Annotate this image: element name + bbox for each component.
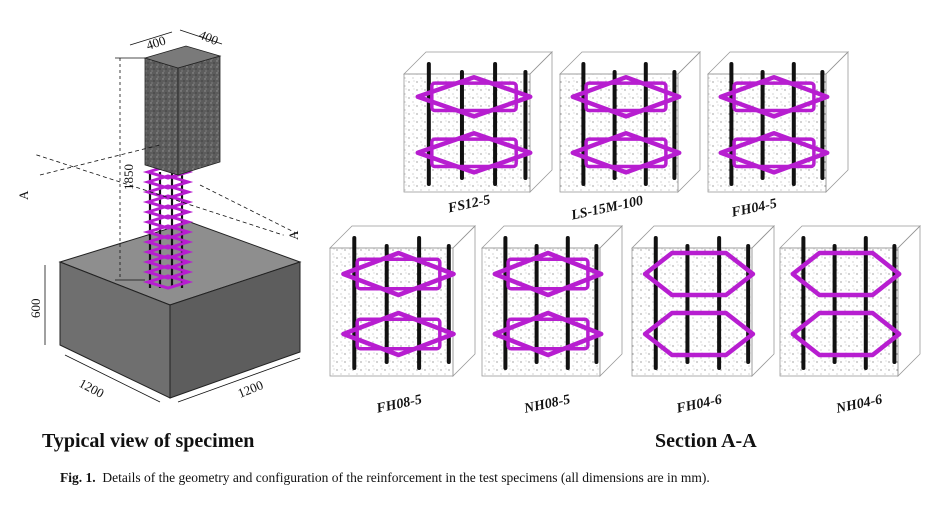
column-tie bbox=[142, 234, 194, 250]
dim-base-height: 600 bbox=[28, 299, 43, 319]
specimen-label: LS-15M-100 bbox=[569, 194, 645, 224]
tie-hoop bbox=[642, 250, 756, 298]
specimen-isometric: 400 400 1850 600 1200 1200 A A bbox=[16, 27, 302, 403]
section-view: NH04-6 bbox=[779, 225, 921, 417]
dimension-lines bbox=[36, 29, 301, 403]
section-box-side bbox=[529, 51, 553, 193]
column-tie bbox=[142, 214, 194, 230]
tie-hoop-inner bbox=[355, 317, 442, 351]
tie-hoop bbox=[790, 250, 902, 298]
footing-side-face bbox=[169, 261, 301, 399]
tie-hoop-inner bbox=[355, 257, 442, 291]
dim-base-right: 1200 bbox=[236, 377, 266, 401]
dim-base-left: 1200 bbox=[77, 375, 107, 400]
column-tie bbox=[142, 274, 194, 290]
right-heading: Section A-A bbox=[655, 430, 757, 452]
column-tie bbox=[142, 224, 194, 240]
dim-col-width: 400 bbox=[144, 33, 167, 53]
specimen-label: NH08-5 bbox=[522, 392, 572, 417]
tie-hoop-inner bbox=[506, 317, 590, 351]
tie-hoop-inner bbox=[584, 137, 668, 169]
column-top-face bbox=[143, 45, 222, 69]
dim-col-height: 1850 bbox=[121, 164, 136, 190]
column-tie bbox=[142, 254, 194, 270]
specimen-label: NH04-6 bbox=[834, 392, 884, 417]
section-box-top bbox=[779, 225, 921, 249]
left-heading: Typical view of specimen bbox=[42, 430, 255, 452]
section-box-top bbox=[559, 51, 701, 75]
section-box-top bbox=[631, 225, 775, 249]
tie-hoop-inner bbox=[732, 81, 816, 113]
caption-text: Details of the geometry and configuratio… bbox=[102, 470, 710, 485]
section-box-top bbox=[481, 225, 623, 249]
section-box-top bbox=[403, 51, 553, 75]
section-box-side bbox=[599, 225, 623, 377]
section-box-top bbox=[329, 225, 476, 249]
tie-hoop bbox=[790, 310, 902, 358]
section-view: FH08-5 bbox=[329, 225, 476, 417]
tie-hoop-inner bbox=[732, 137, 816, 169]
section-view: LS-15M-100 bbox=[559, 51, 701, 224]
section-mark-right: A bbox=[286, 230, 301, 240]
dim-col-depth: 400 bbox=[197, 27, 221, 48]
section-view: FS12-5 bbox=[403, 51, 553, 217]
column-tie bbox=[142, 184, 194, 200]
figure-caption: Fig. 1. Details of the geometry and conf… bbox=[60, 470, 940, 486]
column-tie bbox=[142, 204, 194, 220]
section-box-side bbox=[825, 51, 849, 193]
specimen-label: FS12-5 bbox=[446, 193, 492, 217]
column-side-face bbox=[177, 55, 221, 176]
caption-prefix: Fig. 1. bbox=[60, 470, 96, 485]
section-box-side bbox=[452, 225, 476, 377]
section-mark-left: A bbox=[16, 190, 31, 200]
column-tie bbox=[142, 194, 194, 210]
section-box-side bbox=[751, 225, 775, 377]
section-view: FH04-5 bbox=[707, 51, 849, 221]
figure-drawing: 400 400 1850 600 1200 1200 A A FS12-5 LS-… bbox=[16, 27, 921, 417]
specimen-label: FH08-5 bbox=[374, 392, 423, 416]
tie-hoop-inner bbox=[506, 257, 590, 291]
tie-hoop-inner bbox=[430, 137, 518, 169]
column-tie bbox=[142, 244, 194, 260]
column-tie bbox=[142, 174, 194, 190]
column-front-face bbox=[144, 57, 179, 176]
specimen-label: FH04-5 bbox=[729, 196, 778, 220]
section-box-side bbox=[897, 225, 921, 377]
tie-hoop-inner bbox=[584, 81, 668, 113]
section-box-top bbox=[707, 51, 849, 75]
tie-hoop bbox=[642, 310, 756, 358]
section-box-side bbox=[677, 51, 701, 193]
tie-hoop-inner bbox=[430, 81, 518, 113]
column-tie bbox=[142, 264, 194, 280]
specimen-label: FH04-6 bbox=[674, 392, 723, 416]
section-view: NH08-5 bbox=[481, 225, 623, 417]
section-view: FH04-6 bbox=[631, 225, 775, 417]
